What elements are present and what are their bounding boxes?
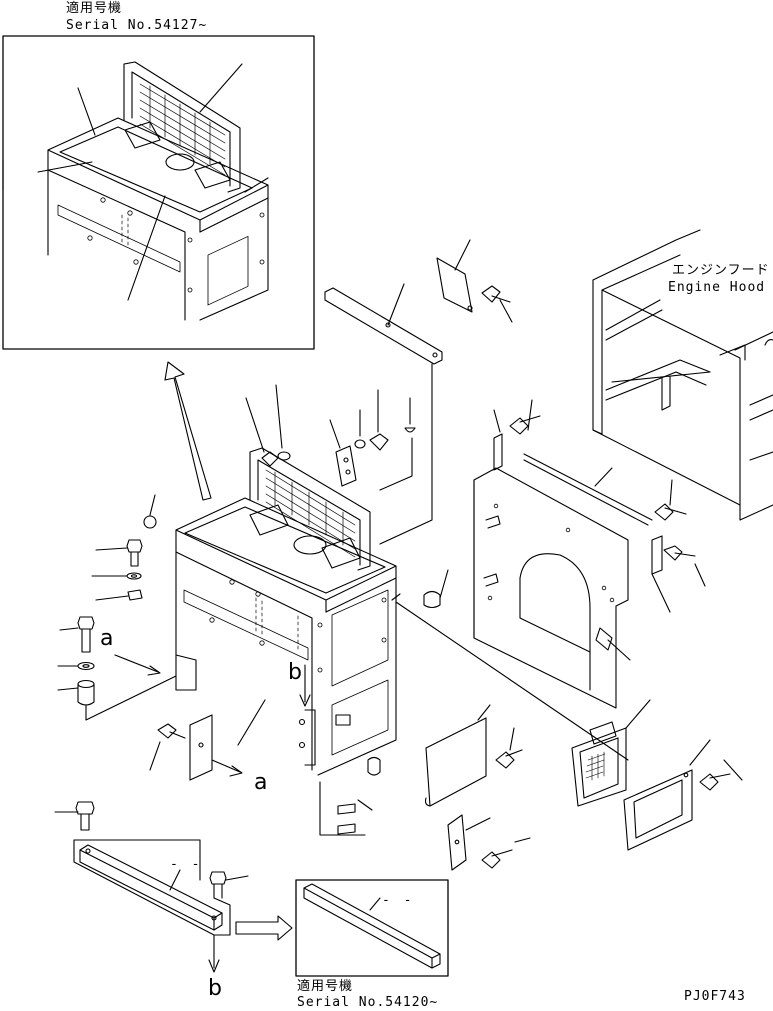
inset-bottom-frame — [295, 879, 449, 977]
cover-plate-lower — [623, 739, 743, 851]
view-b-label-head: b — [208, 976, 222, 1001]
drawing-code: PJ0F743 — [684, 989, 746, 1004]
battery-box-main — [143, 447, 397, 776]
inset-top-frame — [2, 35, 315, 350]
inset-pointer-arrow — [164, 361, 212, 501]
partition-panel — [391, 399, 706, 761]
nut-washer-group — [245, 384, 416, 491]
inset-bottom-serial: Serial No.54120~ — [297, 995, 439, 1010]
engine-hood-label-en: Engine Hood — [668, 280, 766, 295]
engine-hood-label-jp: エンジンフード — [672, 263, 770, 278]
lower-stay — [319, 781, 531, 871]
step-bar — [54, 801, 249, 973]
inset-top-serial: Serial No.54127~ — [66, 18, 208, 33]
transfer-arrow — [235, 915, 293, 941]
vent-grille — [571, 699, 651, 807]
view-a-label-tail: a — [100, 626, 114, 651]
stay-bar — [324, 283, 443, 545]
inset-bottom-dash-label: - - — [382, 893, 415, 908]
view-a-label-head: a — [254, 770, 268, 795]
step-dash-label: - - — [170, 857, 203, 872]
inset-top-box — [2, 61, 269, 321]
inset-bottom-heading: 適用号機 — [297, 979, 354, 994]
inset-top-heading: 適用号機 — [66, 1, 123, 16]
hardware-left — [57, 539, 177, 721]
bracket-plate — [149, 699, 266, 781]
engine-hood — [592, 229, 773, 521]
view-b-label-tail: b — [288, 660, 302, 685]
cover-plate-top — [436, 239, 513, 323]
access-cover — [424, 704, 523, 807]
view-a-arrow — [114, 654, 161, 676]
view-b-arrow — [299, 664, 311, 707]
